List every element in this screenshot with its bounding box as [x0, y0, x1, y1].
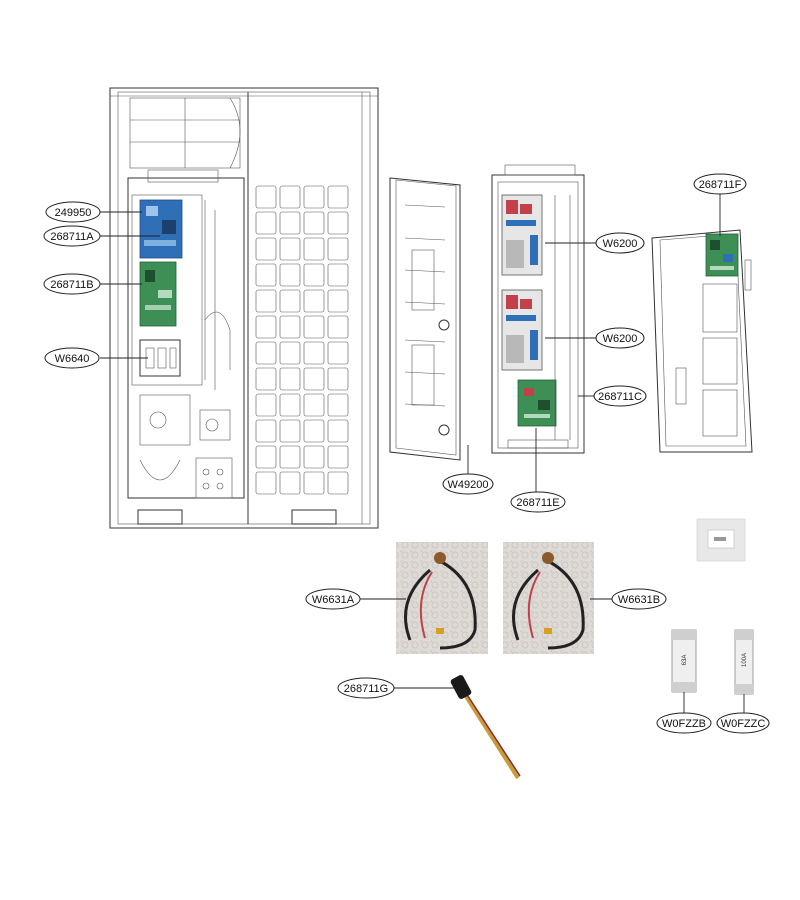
coil-cell	[303, 289, 325, 313]
coil-cell	[327, 393, 349, 417]
callout-268711a: 268711A	[43, 225, 101, 247]
leader-lines	[100, 194, 745, 713]
callout-268711c: 268711C	[593, 385, 647, 407]
callout-label: W0FZZC	[721, 718, 766, 730]
callout-label: 268711E	[516, 497, 559, 509]
fuse-w0fzzb: 63A	[671, 629, 697, 693]
coil-cell	[327, 367, 349, 391]
callout-w6631a: W6631A	[305, 588, 361, 610]
coil-cell	[327, 263, 349, 287]
coil-cell	[279, 419, 301, 443]
right-panel-view	[651, 229, 753, 453]
coil-cell	[255, 471, 277, 495]
cable-photo-w6631a	[396, 542, 488, 654]
outdoor-unit-front-view	[109, 87, 379, 529]
coil-cell	[255, 289, 277, 313]
coil-grid	[255, 185, 349, 495]
callout-w6631b: W6631B	[611, 588, 667, 610]
coil-cell	[255, 419, 277, 443]
coil-cell	[327, 211, 349, 235]
callout-label: 268711F	[699, 179, 742, 191]
coil-cell	[303, 315, 325, 339]
callout-268711e: 268711E	[510, 491, 566, 513]
fuse-w0fzzc: 100A	[734, 629, 754, 695]
side-panel-view	[389, 177, 461, 461]
callout-w0fzzc: W0FZZC	[716, 712, 770, 734]
coil-cell	[303, 263, 325, 287]
callout-label: 268711G	[344, 683, 388, 695]
callout-label: W6640	[55, 353, 90, 365]
callout-w0fzzb: W0FZZB	[656, 712, 712, 734]
inverter-box-view	[491, 164, 585, 454]
coil-cell	[327, 289, 349, 313]
callout-w6200-upper: W6200	[595, 232, 645, 254]
coil-cell	[303, 471, 325, 495]
coil-cell	[255, 263, 277, 287]
coil-cell	[303, 185, 325, 209]
coil-cell	[279, 185, 301, 209]
coil-cell	[327, 237, 349, 261]
sensor-part	[450, 675, 521, 780]
coil-cell	[327, 315, 349, 339]
callout-w6640: W6640	[44, 347, 100, 369]
coil-cell	[255, 237, 277, 261]
coil-cell	[279, 315, 301, 339]
callout-w6200-lower: W6200	[595, 327, 645, 349]
callout-label: W49200	[448, 479, 489, 491]
callout-268711f: 268711F	[693, 173, 747, 195]
callout-label: W6200	[603, 333, 638, 345]
callout-label: 268711C	[598, 391, 642, 403]
callout-label: W6200	[603, 238, 638, 250]
coil-cell	[255, 445, 277, 469]
coil-cell	[303, 445, 325, 469]
callout-label: 249950	[55, 207, 92, 219]
coil-cell	[279, 237, 301, 261]
coil-cell	[279, 289, 301, 313]
coil-cell	[279, 211, 301, 235]
coil-cell	[255, 185, 277, 209]
coil-cell	[255, 315, 277, 339]
coil-cell	[279, 471, 301, 495]
coil-cell	[255, 367, 277, 391]
coil-cell	[255, 211, 277, 235]
coil-cell	[303, 393, 325, 417]
cable-photo-w6631b	[503, 542, 594, 654]
callout-249950: 249950	[45, 201, 101, 223]
coil-cell	[327, 185, 349, 209]
callout-label: W6631B	[618, 594, 660, 606]
callout-268711g: 268711G	[337, 677, 395, 699]
callout-label: W0FZZB	[662, 718, 706, 730]
coil-cell	[279, 445, 301, 469]
callout-label: 268711B	[50, 279, 93, 291]
callout-label: W6631A	[312, 594, 355, 606]
coil-cell	[279, 367, 301, 391]
coil-cell	[279, 393, 301, 417]
callout-w49200: W49200	[442, 473, 494, 495]
coil-cell	[279, 341, 301, 365]
callout-label: 268711A	[50, 231, 94, 243]
coil-cell	[327, 341, 349, 365]
coil-cell	[327, 445, 349, 469]
coil-cell	[255, 393, 277, 417]
coil-cell	[303, 341, 325, 365]
fuse-rating-left: 63A	[682, 655, 688, 666]
coil-cell	[303, 367, 325, 391]
fuse-rating-right: 100A	[742, 653, 748, 667]
coil-cell	[279, 263, 301, 287]
coil-cell	[327, 419, 349, 443]
small-part-photo	[696, 518, 746, 562]
coil-cell	[303, 419, 325, 443]
coil-cell	[303, 211, 325, 235]
coil-cell	[303, 237, 325, 261]
coil-cell	[255, 341, 277, 365]
coil-cell	[327, 471, 349, 495]
callout-268711b: 268711B	[43, 273, 101, 295]
